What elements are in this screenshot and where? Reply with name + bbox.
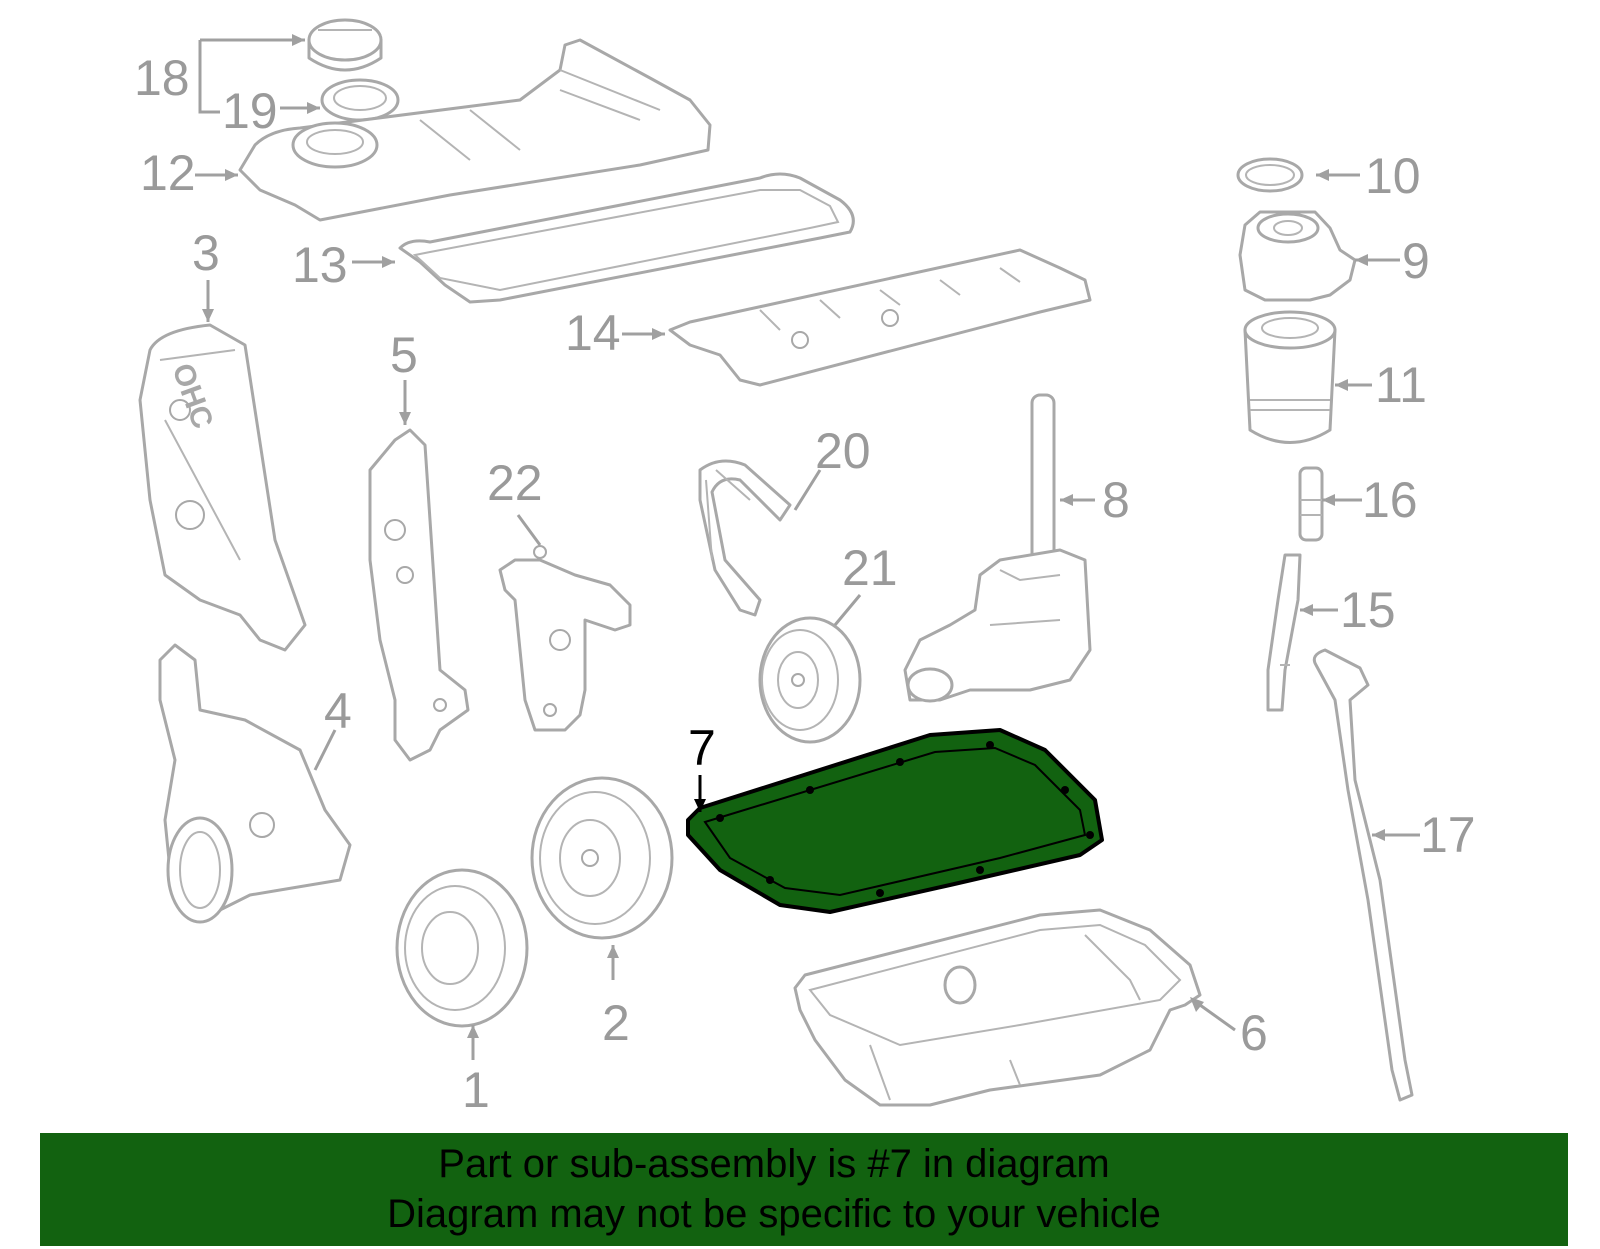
part-16-dipstick-seal[interactable] [1298,466,1324,542]
callout-12: 12 [140,145,196,201]
part-6-oil-pan[interactable] [793,908,1202,1107]
callout-3: 3 [192,225,220,281]
part-18-oil-filler-cap[interactable] [307,18,383,72]
part-19-filler-seal[interactable] [320,78,400,122]
callout-17: 17 [1420,807,1476,863]
callout-1: 1 [462,1062,490,1118]
part-20-timing-belt[interactable] [698,459,792,617]
part-13-valve-cover-gasket[interactable] [398,172,855,304]
callout-15: 15 [1340,582,1396,638]
callout-19: 19 [222,83,278,139]
part-12-valve-cover[interactable] [238,38,712,222]
callout-20: 20 [815,423,871,479]
part-22-tensioner-bracket[interactable] [498,545,632,732]
part-4-lower-timing-cover[interactable] [158,643,352,924]
callout-10: 10 [1365,148,1421,204]
part-14-fuel-rail-cover[interactable] [668,248,1092,387]
part-8-oil-pump[interactable] [903,393,1092,703]
part-9-filter-housing[interactable] [1238,210,1357,302]
callout-14: 14 [565,305,621,361]
banner-line-1: Part or sub-assembly is #7 in diagram [438,1142,1110,1186]
callout-22: 22 [487,455,543,511]
callout-4: 4 [324,683,352,739]
part-17-dipstick[interactable] [1312,648,1414,1102]
part-1-accessory-pulley[interactable] [395,868,529,1028]
callout-21: 21 [842,540,898,596]
part-5-timing-plate[interactable] [368,428,470,762]
callout-8: 8 [1102,472,1130,528]
banner-line-2: Diagram may not be specific to your vehi… [387,1192,1161,1236]
part-2-crankshaft-pulley[interactable] [530,776,674,940]
callout-18: 18 [134,50,190,106]
part-10-housing-seal[interactable] [1236,157,1304,193]
part-11-oil-filter[interactable] [1243,310,1337,444]
callout-16: 16 [1362,472,1418,528]
callout-13: 13 [292,237,348,293]
callout-2: 2 [602,995,630,1051]
info-banner: Part or sub-assembly is #7 in diagram Di… [40,1133,1568,1246]
callout-11: 11 [1375,357,1427,413]
part-21-tensioner-pulley[interactable] [758,616,862,744]
callout-9: 9 [1402,233,1430,289]
leader-arrowheads [202,34,1385,1038]
callout-6: 6 [1240,1005,1268,1061]
part-7-oil-pan-gasket[interactable] [686,728,1104,914]
part-15-dipstick-tube[interactable] [1266,553,1302,712]
callout-7: 7 [688,720,716,776]
callout-5: 5 [390,327,418,383]
part-3-upper-timing-cover[interactable] [138,323,307,652]
